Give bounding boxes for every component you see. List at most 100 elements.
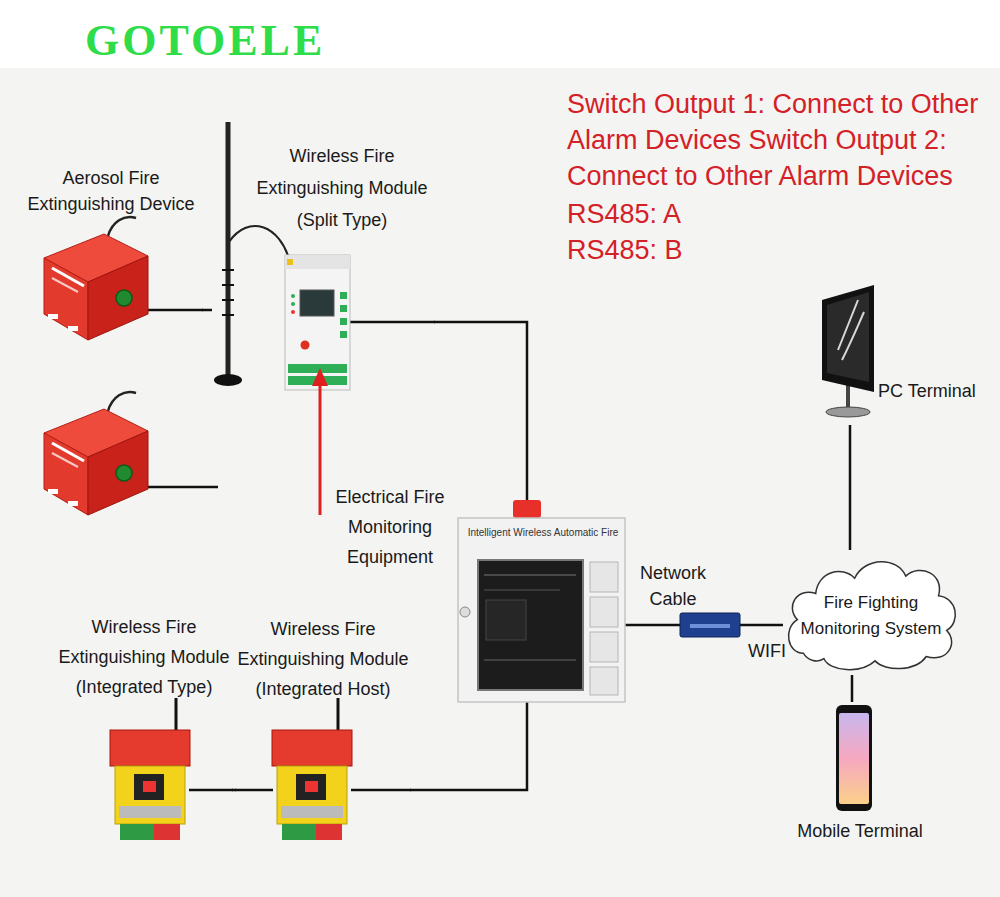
cloud-outline [789, 562, 956, 670]
wire-connector [202, 309, 212, 312]
monitoring-panel-icon [484, 590, 560, 591]
integrated-host-icon [316, 824, 342, 840]
wire-connector [849, 425, 852, 550]
red-arrow [312, 368, 328, 515]
aerosol-device: Aerosol Fire Extinguishing Device [20, 160, 202, 348]
antenna-icon [226, 122, 231, 376]
monitoring-panel-icon [590, 562, 618, 592]
node-label: PC Terminal [878, 378, 984, 404]
signal-name: RS485: A [567, 196, 867, 232]
integrated-module-icon [110, 698, 190, 840]
pc-icon [838, 300, 864, 360]
wire-stub [146, 309, 203, 312]
monitoring-panel-icon [486, 600, 526, 640]
aerosol-device-icon [88, 256, 148, 340]
monitoring-panel-icon [484, 575, 576, 576]
split-module-icon [285, 255, 350, 269]
monitoring-panel-icon [590, 667, 618, 695]
link-label: WIFI [748, 640, 808, 662]
antenna-icon [229, 226, 290, 262]
split-module-icon [288, 364, 347, 373]
cloud-shape [783, 550, 959, 675]
integrated-module-icon [120, 824, 154, 840]
red-arrow [312, 368, 328, 386]
integrated-host-icon [277, 766, 347, 824]
pc-icon [822, 285, 874, 417]
aerosol-device-icon [88, 431, 148, 515]
aerosol-device-icon [68, 326, 78, 331]
aerosol-device-icon [48, 314, 58, 319]
node-label: Electrical Fire Monitoring Equipment [328, 482, 452, 572]
note-text: Switch Output 1: Connect to Other Alarm … [567, 86, 992, 194]
brand-watermark: GOTOELE [85, 16, 405, 66]
aerosol-device-icon [52, 443, 84, 461]
integrated-host-icon [337, 698, 340, 735]
split-module-icon [300, 290, 334, 316]
antenna-icon [222, 269, 234, 271]
monitoring-panel-icon [478, 560, 583, 690]
node-label: Aerosol Fire Extinguishing Device [22, 165, 200, 217]
node-label: Wireless Fire Extinguishing Module (Spli… [254, 140, 430, 236]
pc-icon [846, 384, 850, 407]
edge-label: Network Cable [636, 560, 710, 612]
integrated-module-icon [119, 806, 181, 818]
router-icon [680, 613, 740, 637]
antenna-icon [214, 122, 290, 386]
monitoring-panel-icon [590, 632, 618, 662]
monitoring-panel-icon [513, 500, 541, 518]
split-module-icon [340, 292, 347, 299]
mobile-terminal: Mobile Terminal [790, 702, 930, 848]
monitoring-panel-icon [460, 607, 470, 617]
aerosol-device-icon [68, 501, 78, 506]
red-arrow [319, 380, 322, 515]
integrated-module-icon [143, 781, 156, 792]
wire-connector [851, 675, 854, 702]
signal-name: RS485: B [567, 232, 867, 268]
split-module: Wireless Fire Extinguishing Module (Spli… [212, 136, 434, 392]
integrated-module-icon [134, 774, 164, 800]
node-label: Mobile Terminal [792, 818, 928, 844]
wire-stub [146, 486, 218, 489]
integrated-module-icon [115, 766, 185, 824]
pc-icon [826, 407, 870, 417]
pc-terminal: PC Terminal [818, 283, 978, 425]
aerosol-device-icon [44, 258, 88, 340]
pc-icon [827, 292, 869, 382]
split-module-icon [340, 318, 347, 325]
integrated-host-icon [272, 698, 352, 840]
node-label: Wireless Fire Extinguishing Module (Inte… [237, 614, 409, 704]
aerosol-device-icon [116, 290, 132, 306]
node-label: Fire Fighting Monitoring System [797, 590, 945, 642]
aerosol-device-icon [48, 489, 58, 494]
aerosol-device-icon [52, 453, 78, 467]
integrated-module: Wireless Fire Extinguishing Module (Inte… [56, 608, 232, 846]
integrated-host-icon [281, 806, 343, 818]
wire-stub [351, 789, 411, 792]
integrated-host-icon [272, 730, 352, 766]
split-module-icon [301, 341, 310, 350]
split-module-icon [340, 331, 347, 338]
aerosol-device-icon [108, 392, 136, 411]
wire-connector [434, 322, 527, 518]
split-module-icon [287, 259, 293, 265]
monitoring-panel-icon [458, 518, 625, 702]
monitoring-panel-icon [484, 660, 576, 661]
router-icon [690, 624, 730, 628]
aerosol-device-icon [116, 465, 132, 481]
antenna-icon [222, 314, 234, 316]
integrated-module-icon [110, 730, 190, 766]
phone-icon [836, 705, 872, 811]
monitoring-panel-icon [590, 597, 618, 627]
split-module-icon [291, 294, 295, 298]
phone-icon [839, 713, 869, 804]
pc-icon [822, 285, 874, 392]
integrated-host: Wireless Fire Extinguishing Module (Inte… [236, 608, 410, 846]
integrated-module-icon [154, 824, 180, 840]
wire-stub [189, 789, 233, 792]
antenna-icon [214, 374, 242, 386]
split-module-icon [285, 255, 350, 390]
phone-icon [836, 705, 872, 811]
cloud-system: Fire Fighting Monitoring System [783, 550, 959, 675]
split-module-icon [291, 310, 295, 314]
